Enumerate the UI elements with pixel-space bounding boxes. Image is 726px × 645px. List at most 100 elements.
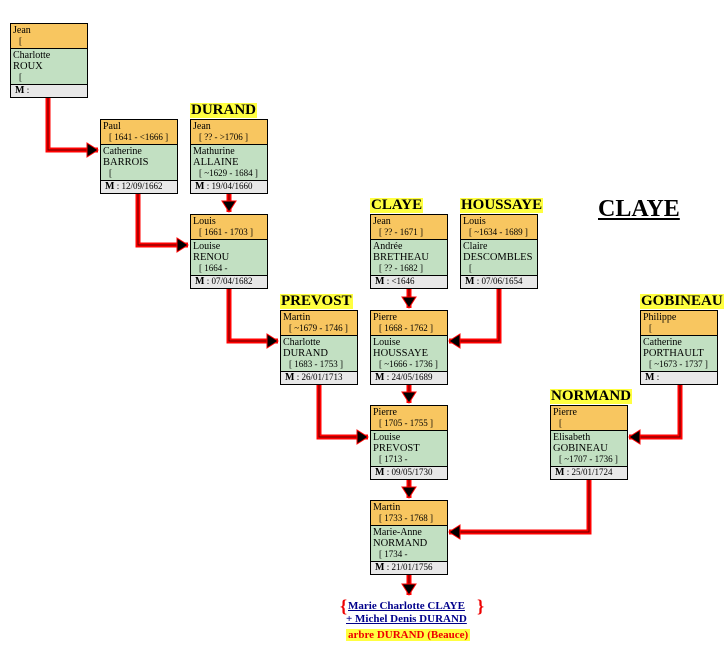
marriage-date: 12/09/1662 [121,181,163,191]
arrow-line [449,478,590,533]
husband[interactable]: Louis[ ~1634 - 1689 ] [461,215,537,240]
husband[interactable]: Philippe[ [641,311,717,336]
husband-name: Jean [13,25,31,36]
wife-surname: BARROIS [103,157,149,168]
link-person[interactable]: Marie Charlotte CLAYE [348,600,465,612]
wife-name: Catherine [643,337,682,348]
left-brace: { [340,596,348,616]
marriage-label: M [375,276,385,287]
page-title: CLAYE [598,196,680,222]
wife-dates: [ ~1629 - 1684 ] [199,168,258,178]
marriage-date: 07/04/1682 [211,276,253,286]
wife-name: Marie-Anne [373,527,422,538]
wife-name: Louise [193,241,221,252]
arrowhead-icon [401,486,417,499]
wife-dates: [ 1713 - [379,454,408,464]
husband[interactable]: Louis[ 1661 - 1703 ] [191,215,267,240]
arrowhead-icon [628,429,641,445]
husband-name: Martin [283,312,311,323]
wife-dates: [ 1734 - [379,549,408,559]
husband-dates: [ ?? - 1671 ] [379,227,423,237]
wife-dates: [ [469,263,472,273]
marriage-row: M : <1646 [371,276,447,288]
marriage-date: <1646 [391,276,415,286]
family-label: HOUSSAYE [460,197,544,213]
husband[interactable]: Pierre[ [551,406,627,431]
wife-surname: PREVOST [373,443,420,454]
husband-dates: [ [19,36,22,46]
husband-dates: [ 1733 - 1768 ] [379,513,433,523]
husband[interactable]: Martin[ 1733 - 1768 ] [371,501,447,526]
marriage-row: M : 24/05/1689 [371,372,447,384]
marriage-row: M : [11,85,87,97]
marriage-row: M : 19/04/1660 [191,181,267,193]
marriage-label: M [285,372,295,383]
husband[interactable]: Pierre[ 1705 - 1755 ] [371,406,447,431]
husband[interactable]: Paul[ 1641 - <1666 ] [101,120,177,145]
family-label: CLAYE [370,197,424,213]
tree-link[interactable]: arbre DURAND (Beauce) [346,629,471,641]
husband-dates: [ [649,323,652,333]
arrow-line [318,383,368,438]
marriage-row: M : 21/01/1756 [371,562,447,574]
husband-name: Pierre [373,312,397,323]
wife-surname: PORTHAULT [643,348,704,359]
wife-surname: HOUSSAYE [373,348,429,359]
wife-name: Louise [373,432,401,443]
husband-dates: [ ~1679 - 1746 ] [289,323,348,333]
family-label: NORMAND [550,388,632,404]
arrowhead-icon [401,391,417,404]
husband[interactable]: Martin[ ~1679 - 1746 ] [281,311,357,336]
marriage-date: 07/06/1654 [481,276,523,286]
wife-surname: RENOU [193,252,230,263]
arrowhead-icon [266,333,279,349]
arrow-line [228,287,278,342]
husband[interactable]: Pierre[ 1668 - 1762 ] [371,311,447,336]
marriage-label: M [375,372,385,383]
marriage-date: 25/01/1724 [571,467,613,477]
marriage-row: M : 07/04/1682 [191,276,267,288]
marriage-row: M : 12/09/1662 [101,181,177,193]
husband[interactable]: Jean[ ?? - >1706 ] [191,120,267,145]
wife-dates: [ ?? - 1682 ] [379,263,423,273]
wife-surname: GOBINEAU [553,443,608,454]
wife-name: Charlotte [13,50,51,61]
husband[interactable]: Jean[ [11,24,87,49]
marriage-date: 21/01/1756 [391,562,433,572]
arrowhead-icon [401,296,417,309]
husband[interactable]: Jean[ ?? - 1671 ] [371,215,447,240]
husband-name: Jean [193,121,211,132]
arrow-line [226,287,278,344]
arrow-line [47,96,98,151]
wife-surname: NORMAND [373,538,428,549]
wife-name: Claire [463,241,488,252]
marriage-label: M [375,467,385,478]
link-spouse[interactable]: + Michel Denis DURAND [346,613,467,625]
wife-dates: [ [19,72,22,82]
